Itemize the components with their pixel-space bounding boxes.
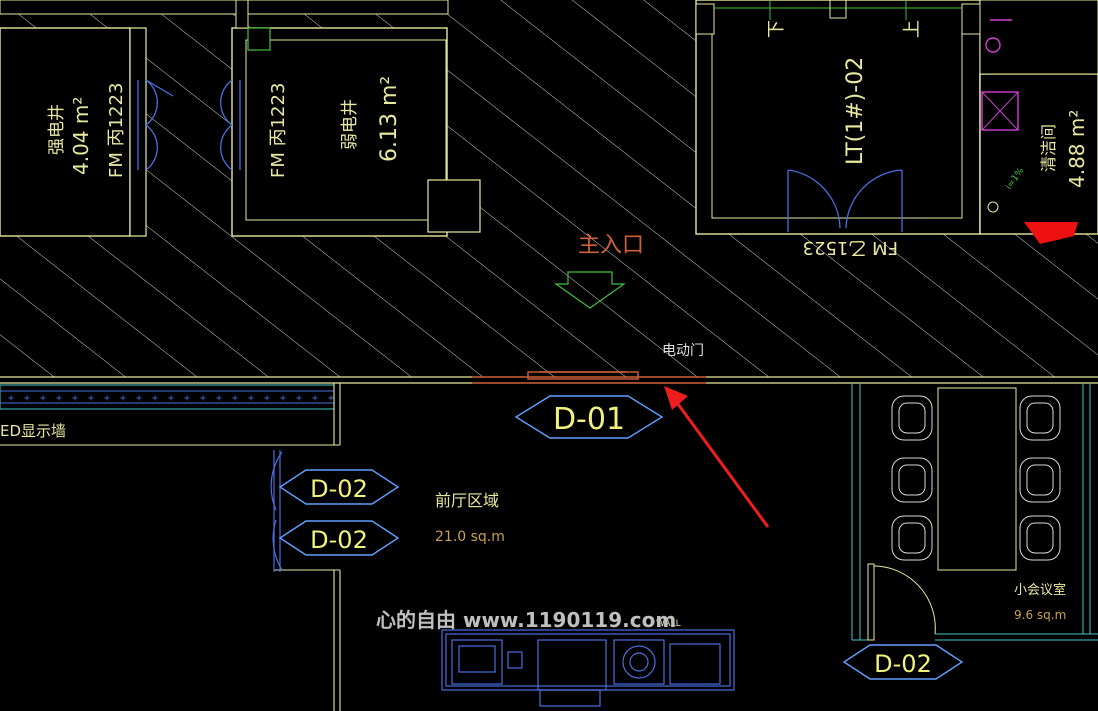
room-cleaning [979, 0, 1098, 244]
green-column [247, 27, 271, 51]
led-plus-mark: + [88, 393, 94, 404]
tag-d02-a-text: D-02 [310, 475, 368, 503]
led-plus-mark: + [120, 393, 126, 404]
led-plus-mark: + [56, 393, 62, 404]
upper-stair-block [0, 0, 449, 15]
led-plus-row: + + + + + + + + + + + + + + + + + + + + + [8, 393, 334, 404]
strong-well-area: 4.04 m² [69, 97, 93, 175]
lift-door [787, 169, 903, 232]
room-weak-well [231, 27, 481, 237]
led-plus-mark: + [104, 393, 110, 404]
meeting-area: 9.6 sq.m [1014, 608, 1066, 622]
strong-well-door: FM 丙1223 [106, 83, 127, 178]
meeting-name: 小会议室 [1014, 582, 1066, 598]
cleaning-room-area: 4.88 m² [1065, 110, 1089, 188]
led-plus-mark: + [40, 393, 46, 404]
tag-d02-c: D-02 [842, 644, 964, 680]
annotation-arrow [664, 386, 770, 528]
tag-d01: D-01 [514, 395, 664, 439]
reception-counter [441, 629, 735, 707]
led-plus-mark: + [312, 393, 318, 404]
led-plus-mark: + [232, 393, 238, 404]
tag-d02-c-text: D-02 [874, 650, 932, 678]
up-label-left: 下 [766, 20, 787, 38]
lift-label: LT(1#)-02 [843, 57, 868, 165]
lobby-walls [0, 383, 341, 711]
cleaning-room-name: 清洁间 [1039, 124, 1058, 172]
chair [891, 515, 933, 561]
lobby-doors [270, 450, 283, 572]
chair [891, 457, 933, 503]
lobby-area: 21.0 sq.m [435, 529, 505, 545]
room-strong-well [0, 27, 147, 237]
led-plus-mark: + [328, 393, 334, 404]
stair-shaft [235, 0, 249, 29]
chair [1019, 457, 1061, 503]
entrance-arrow-icon [554, 271, 626, 309]
chair [891, 395, 933, 441]
up-label-right: 上 [902, 20, 923, 38]
lift-door-label: FM 乙1523 [803, 237, 898, 258]
led-plus-mark: + [280, 393, 286, 404]
led-plus-mark: + [24, 393, 30, 404]
led-plus-mark: + [72, 393, 78, 404]
led-plus-mark: + [168, 393, 174, 404]
tag-d02-b: D-02 [278, 520, 400, 556]
exterior-wall [0, 376, 1098, 384]
tag-d02-a: D-02 [278, 469, 400, 505]
weak-well-area: 6.13 m² [377, 76, 402, 162]
well-doors [137, 79, 241, 171]
led-plus-mark: + [264, 393, 270, 404]
room-lift [695, 0, 981, 235]
led-plus-mark: + [216, 393, 222, 404]
meeting-chairs [891, 395, 1061, 561]
led-plus-mark: + [184, 393, 190, 404]
main-entrance-label: 主入口 [578, 233, 644, 258]
led-plus-mark: + [296, 393, 302, 404]
watermark: 心的自由 www.1190119.com [376, 608, 676, 632]
led-wall-label: ED显示墙 [0, 422, 66, 440]
meeting-room [851, 383, 1098, 641]
electric-door-label: 电动门 [662, 343, 704, 359]
led-plus-mark: + [152, 393, 158, 404]
led-plus-mark: + [200, 393, 206, 404]
tag-d02-b-text: D-02 [310, 526, 368, 554]
lobby-name: 前厅区域 [435, 491, 499, 510]
led-plus-mark: + [248, 393, 254, 404]
weak-well-door: FM 丙1223 [268, 83, 289, 178]
counter-label: WALL [656, 619, 681, 629]
led-plus-mark: + [136, 393, 142, 404]
led-plus-mark: + [8, 393, 14, 404]
weak-well-name: 弱电井 [340, 99, 360, 150]
electric-door-frame [472, 371, 706, 384]
chair [1019, 395, 1061, 441]
strong-well-name: 强电井 [47, 104, 67, 155]
tag-d01-text: D-01 [553, 402, 625, 437]
chair [1019, 515, 1061, 561]
